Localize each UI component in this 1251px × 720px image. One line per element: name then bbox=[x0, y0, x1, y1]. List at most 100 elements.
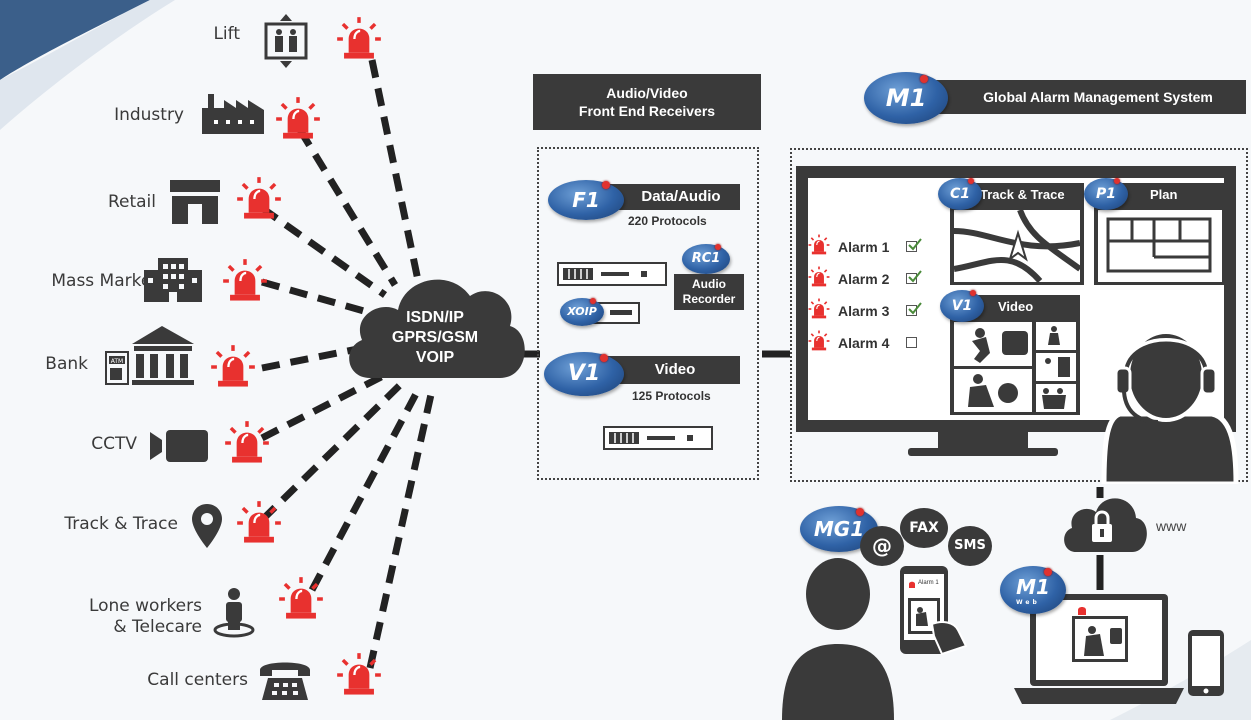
mg1-badge-text: MG1 bbox=[813, 517, 865, 541]
smartphone-icon bbox=[900, 566, 968, 656]
apartment-building-icon bbox=[144, 258, 202, 302]
audio-recorder-box: Audio Recorder bbox=[674, 274, 744, 310]
alarm-beacon-icon bbox=[224, 420, 270, 471]
cloud-line-isdn: ISDN/IP bbox=[406, 309, 464, 326]
elevator-icon bbox=[264, 14, 308, 68]
alarm-beacon-svg bbox=[223, 259, 267, 301]
rc1-badge: RC1 bbox=[682, 244, 730, 274]
source-label-industry: Industry bbox=[114, 105, 184, 125]
link-call-centers bbox=[366, 389, 436, 669]
alarm-item-svg bbox=[808, 266, 830, 287]
link-retail bbox=[259, 205, 388, 298]
link-industry bbox=[297, 128, 398, 287]
source-label-cctv: CCTV bbox=[91, 434, 137, 454]
alarm-beacon-icon bbox=[336, 652, 382, 703]
alarm-item-label: Alarm 2 bbox=[838, 271, 890, 287]
receiver-rack-device bbox=[557, 262, 667, 286]
location-pin-icon bbox=[192, 504, 222, 548]
track-trace-map bbox=[950, 207, 1084, 285]
checkmark-icon bbox=[908, 238, 922, 251]
audio-recorder-line1: Audio bbox=[692, 277, 726, 291]
phone-alarm-text: Alarm 1 bbox=[918, 580, 939, 586]
monitor-base bbox=[908, 448, 1058, 456]
sms-bubble: SMS bbox=[948, 526, 992, 566]
alarm-beacon-svg bbox=[225, 421, 269, 463]
alarm-checkbox[interactable] bbox=[906, 273, 917, 284]
svg-text:ATM: ATM bbox=[111, 358, 123, 365]
link-cctv bbox=[260, 371, 387, 442]
alarm-beacon-svg bbox=[237, 501, 281, 543]
tablet-icon bbox=[1188, 630, 1224, 696]
receivers-title-line1: Audio/Video bbox=[606, 85, 688, 101]
alarm-beacon-svg bbox=[237, 177, 281, 219]
link-lone-workers bbox=[308, 388, 422, 592]
checkmark-icon bbox=[908, 270, 922, 283]
factory-icon bbox=[202, 94, 264, 134]
bank-icon: ATM bbox=[105, 326, 194, 385]
receivers-panel bbox=[537, 147, 759, 480]
alarm-beacon-svg bbox=[337, 653, 381, 695]
phone-alarm-icon bbox=[909, 581, 915, 588]
video-rack-device bbox=[603, 426, 713, 450]
alarm-checkbox[interactable] bbox=[906, 305, 917, 316]
p1-badge: P1 bbox=[1084, 178, 1128, 210]
alarm-beacon-icon bbox=[275, 96, 321, 147]
user-person-icon bbox=[782, 558, 894, 720]
cloud-line-gprs: GPRS/GSM bbox=[391, 329, 479, 346]
video-protocols: 125 Protocols bbox=[632, 389, 711, 403]
alarm-item-icon bbox=[808, 234, 830, 261]
secure-cloud-icon bbox=[1064, 498, 1147, 552]
alarm-beacon-icon bbox=[222, 258, 268, 309]
xoip-badge-text: XOIP bbox=[567, 305, 597, 318]
v1-receiver-badge-text: V1 bbox=[567, 361, 601, 386]
alarm-beacon-svg bbox=[337, 17, 381, 59]
v1-video-badge-text: V1 bbox=[951, 298, 973, 314]
c1-badge-text: C1 bbox=[949, 186, 970, 202]
f1-protocols: 220 Protocols bbox=[628, 214, 707, 228]
alarm-item-svg bbox=[808, 330, 830, 351]
alarm-checkbox[interactable] bbox=[906, 337, 917, 348]
audio-recorder-line2: Recorder bbox=[682, 292, 736, 306]
f1-badge: F1 bbox=[548, 180, 624, 220]
m1-web-badge: M1 Web bbox=[1000, 566, 1066, 614]
alarm-beacon-icon bbox=[236, 500, 282, 551]
m1-web-badge-text: M1 bbox=[1016, 575, 1050, 599]
m1-badge-text: M1 bbox=[885, 84, 927, 112]
fax-bubble: FAX bbox=[900, 508, 948, 548]
alarm-beacon-icon bbox=[336, 16, 382, 67]
source-label-bank: Bank bbox=[45, 354, 88, 374]
operator-headset-icon bbox=[1101, 330, 1239, 484]
alarm-beacon-svg bbox=[211, 345, 255, 387]
link-mass-market bbox=[261, 278, 379, 319]
rc1-badge-text: RC1 bbox=[691, 251, 721, 266]
v1-video-badge: V1 bbox=[940, 290, 984, 322]
email-bubble: @ bbox=[860, 526, 904, 566]
source-label-lone-workers: Lone workers & Telecare bbox=[32, 596, 202, 638]
alarm-item-svg bbox=[808, 234, 830, 255]
link-track-trace bbox=[259, 382, 403, 523]
store-icon bbox=[170, 180, 220, 224]
source-label-lone-workers-line2: & Telecare bbox=[113, 617, 202, 637]
link-lift bbox=[368, 59, 424, 291]
network-cloud-icon bbox=[349, 279, 525, 378]
telephone-icon bbox=[260, 662, 310, 700]
alarm-item-icon bbox=[808, 266, 830, 293]
source-label-call-centers: Call centers bbox=[147, 670, 248, 690]
checkmark-icon bbox=[908, 302, 922, 315]
cloud-line-voip: VOIP bbox=[415, 349, 455, 366]
alarm-checkbox[interactable] bbox=[906, 241, 917, 252]
m1-badge: M1 bbox=[864, 72, 948, 124]
f1-badge-text: F1 bbox=[572, 188, 600, 212]
source-label-track-trace: Track & Trace bbox=[64, 514, 178, 534]
lone-worker-icon bbox=[213, 588, 255, 638]
management-title-box: Global Alarm Management System bbox=[920, 80, 1246, 114]
floor-plan bbox=[1094, 207, 1226, 285]
v1-receiver-badge: V1 bbox=[544, 352, 624, 396]
management-panel bbox=[790, 148, 1248, 482]
alarm-item-icon bbox=[808, 298, 830, 325]
alarm-beacon-icon bbox=[210, 344, 256, 395]
source-label-retail: Retail bbox=[107, 192, 156, 212]
alarm-item-label: Alarm 1 bbox=[838, 239, 890, 255]
